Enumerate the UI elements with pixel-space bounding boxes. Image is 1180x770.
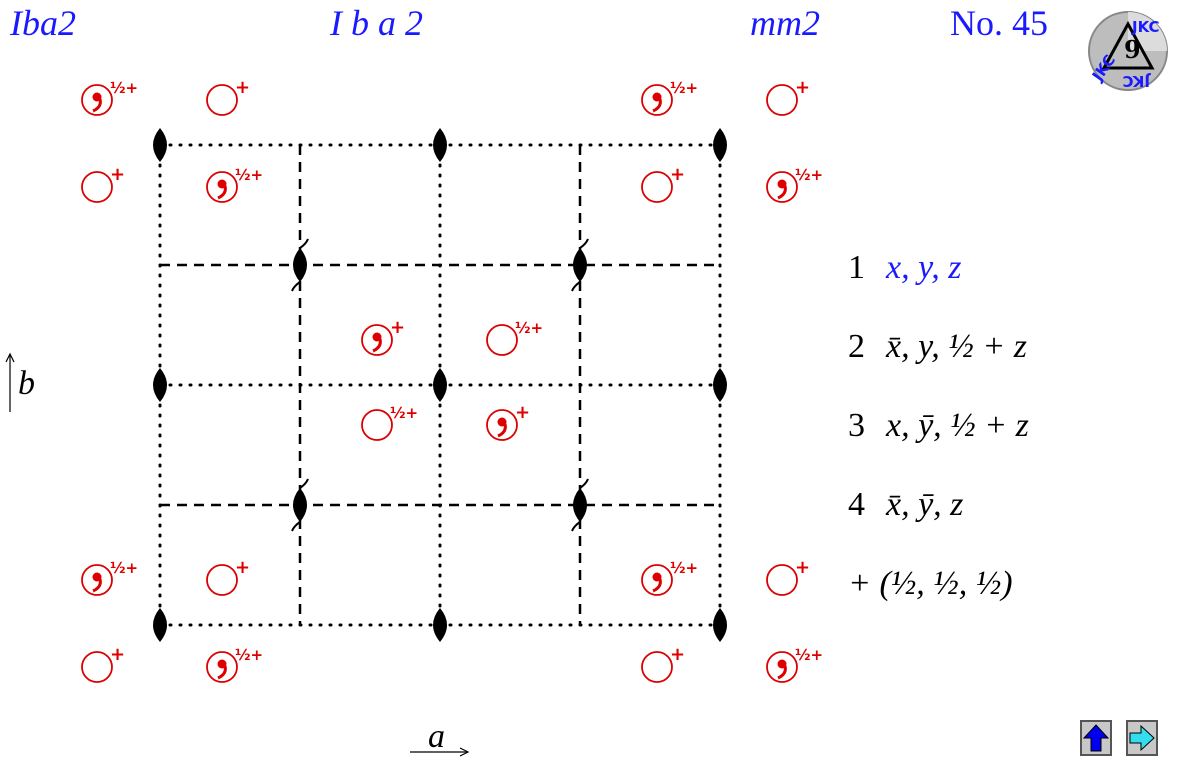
twofold-axis-icon bbox=[293, 248, 307, 282]
svg-text:½+: ½+ bbox=[670, 559, 698, 577]
screw-tail bbox=[291, 281, 301, 292]
general-position-icon: + bbox=[81, 644, 125, 683]
axis-b-arrow bbox=[5, 352, 15, 412]
svg-text:½+: ½+ bbox=[110, 559, 138, 577]
screw-tail bbox=[299, 238, 309, 249]
svg-text:9: 9 bbox=[1124, 35, 1141, 64]
svg-text:½+: ½+ bbox=[515, 319, 543, 337]
screw-tail bbox=[579, 478, 589, 489]
jkc-logo[interactable]: 9 JKC JKC JKC bbox=[1088, 11, 1168, 91]
svg-text:+: + bbox=[110, 644, 125, 665]
general-positions: ½+ + ½+ + + ½+ + ½+ + ½+ ½+ + ½+ + ½+ + + ½+ + ½+ bbox=[81, 77, 823, 683]
twofold-axis-icon bbox=[153, 368, 167, 402]
general-position-icon: ½+ bbox=[641, 559, 698, 596]
svg-text:+: + bbox=[235, 77, 250, 98]
general-position-icon: + bbox=[641, 644, 685, 683]
general-position-icon: ½+ bbox=[486, 319, 543, 356]
space-group-number: No. 45 bbox=[950, 3, 1048, 43]
svg-text:½+: ½+ bbox=[110, 79, 138, 97]
point-group: mm2 bbox=[750, 3, 820, 43]
full-symbol: I b a 2 bbox=[330, 3, 423, 43]
twofold-axis-icon bbox=[573, 488, 587, 522]
screw-tail bbox=[299, 478, 309, 489]
screw-tail bbox=[571, 281, 581, 292]
svg-text:½+: ½+ bbox=[670, 79, 698, 97]
nav-next-button[interactable] bbox=[1126, 720, 1158, 756]
general-position-icon: + bbox=[641, 164, 685, 203]
svg-text:JKC: JKC bbox=[1131, 18, 1160, 36]
screw-tail bbox=[291, 521, 301, 532]
svg-text:+: + bbox=[795, 557, 810, 578]
twofold-axis-icon bbox=[293, 488, 307, 522]
svg-text:+: + bbox=[670, 644, 685, 665]
general-position-icon: + bbox=[766, 557, 810, 596]
svg-text:½+: ½+ bbox=[795, 166, 823, 184]
general-position-icon: + bbox=[81, 164, 125, 203]
axis-a-arrow bbox=[410, 747, 470, 757]
screw-tail bbox=[571, 521, 581, 532]
axis-b-label: b bbox=[18, 365, 35, 402]
twofold-axis-icon bbox=[153, 128, 167, 162]
svg-text:½+: ½+ bbox=[390, 404, 418, 422]
svg-text:+: + bbox=[235, 557, 250, 578]
screw-tail bbox=[579, 238, 589, 249]
short-symbol: Iba2 bbox=[10, 3, 76, 43]
general-position-icon: + bbox=[206, 77, 250, 116]
twofold-axis-icon bbox=[713, 128, 727, 162]
axis-a-label: a bbox=[428, 718, 445, 755]
general-position-icon: ½+ bbox=[766, 646, 823, 683]
twofold-axis-icon bbox=[433, 368, 447, 402]
twofold-axes bbox=[153, 128, 727, 642]
centering-translation: + (½, ½, ½) bbox=[848, 565, 1013, 602]
svg-text:½+: ½+ bbox=[235, 166, 263, 184]
general-position-icon: ½+ bbox=[766, 166, 823, 203]
arrow-up-icon bbox=[1082, 724, 1110, 752]
twofold-axis-icon bbox=[713, 608, 727, 642]
general-position-icon: ½+ bbox=[641, 79, 698, 116]
general-position-icon: ½+ bbox=[361, 404, 418, 441]
general-position-icon: ½+ bbox=[81, 79, 138, 116]
svg-text:½+: ½+ bbox=[795, 646, 823, 664]
general-position-icon: + bbox=[486, 402, 530, 441]
general-position-icon: + bbox=[206, 557, 250, 596]
general-position-icon: ½+ bbox=[206, 166, 263, 203]
twofold-axis-icon bbox=[153, 608, 167, 642]
svg-text:JKC: JKC bbox=[1122, 72, 1151, 90]
svg-text:+: + bbox=[795, 77, 810, 98]
svg-text:½+: ½+ bbox=[235, 646, 263, 664]
twofold-axis-icon bbox=[573, 248, 587, 282]
general-position-icon: ½+ bbox=[206, 646, 263, 683]
twofold-axis-icon bbox=[433, 608, 447, 642]
general-position-icon: ½+ bbox=[81, 559, 138, 596]
nav-up-button[interactable] bbox=[1080, 720, 1112, 756]
twofold-axis-icon bbox=[713, 368, 727, 402]
twofold-axis-icon bbox=[433, 128, 447, 162]
arrow-right-icon bbox=[1129, 724, 1155, 752]
svg-text:+: + bbox=[110, 164, 125, 185]
svg-text:+: + bbox=[515, 402, 530, 423]
svg-text:+: + bbox=[390, 317, 405, 338]
general-position-icon: + bbox=[766, 77, 810, 116]
general-position-icon: + bbox=[361, 317, 405, 356]
svg-text:+: + bbox=[670, 164, 685, 185]
